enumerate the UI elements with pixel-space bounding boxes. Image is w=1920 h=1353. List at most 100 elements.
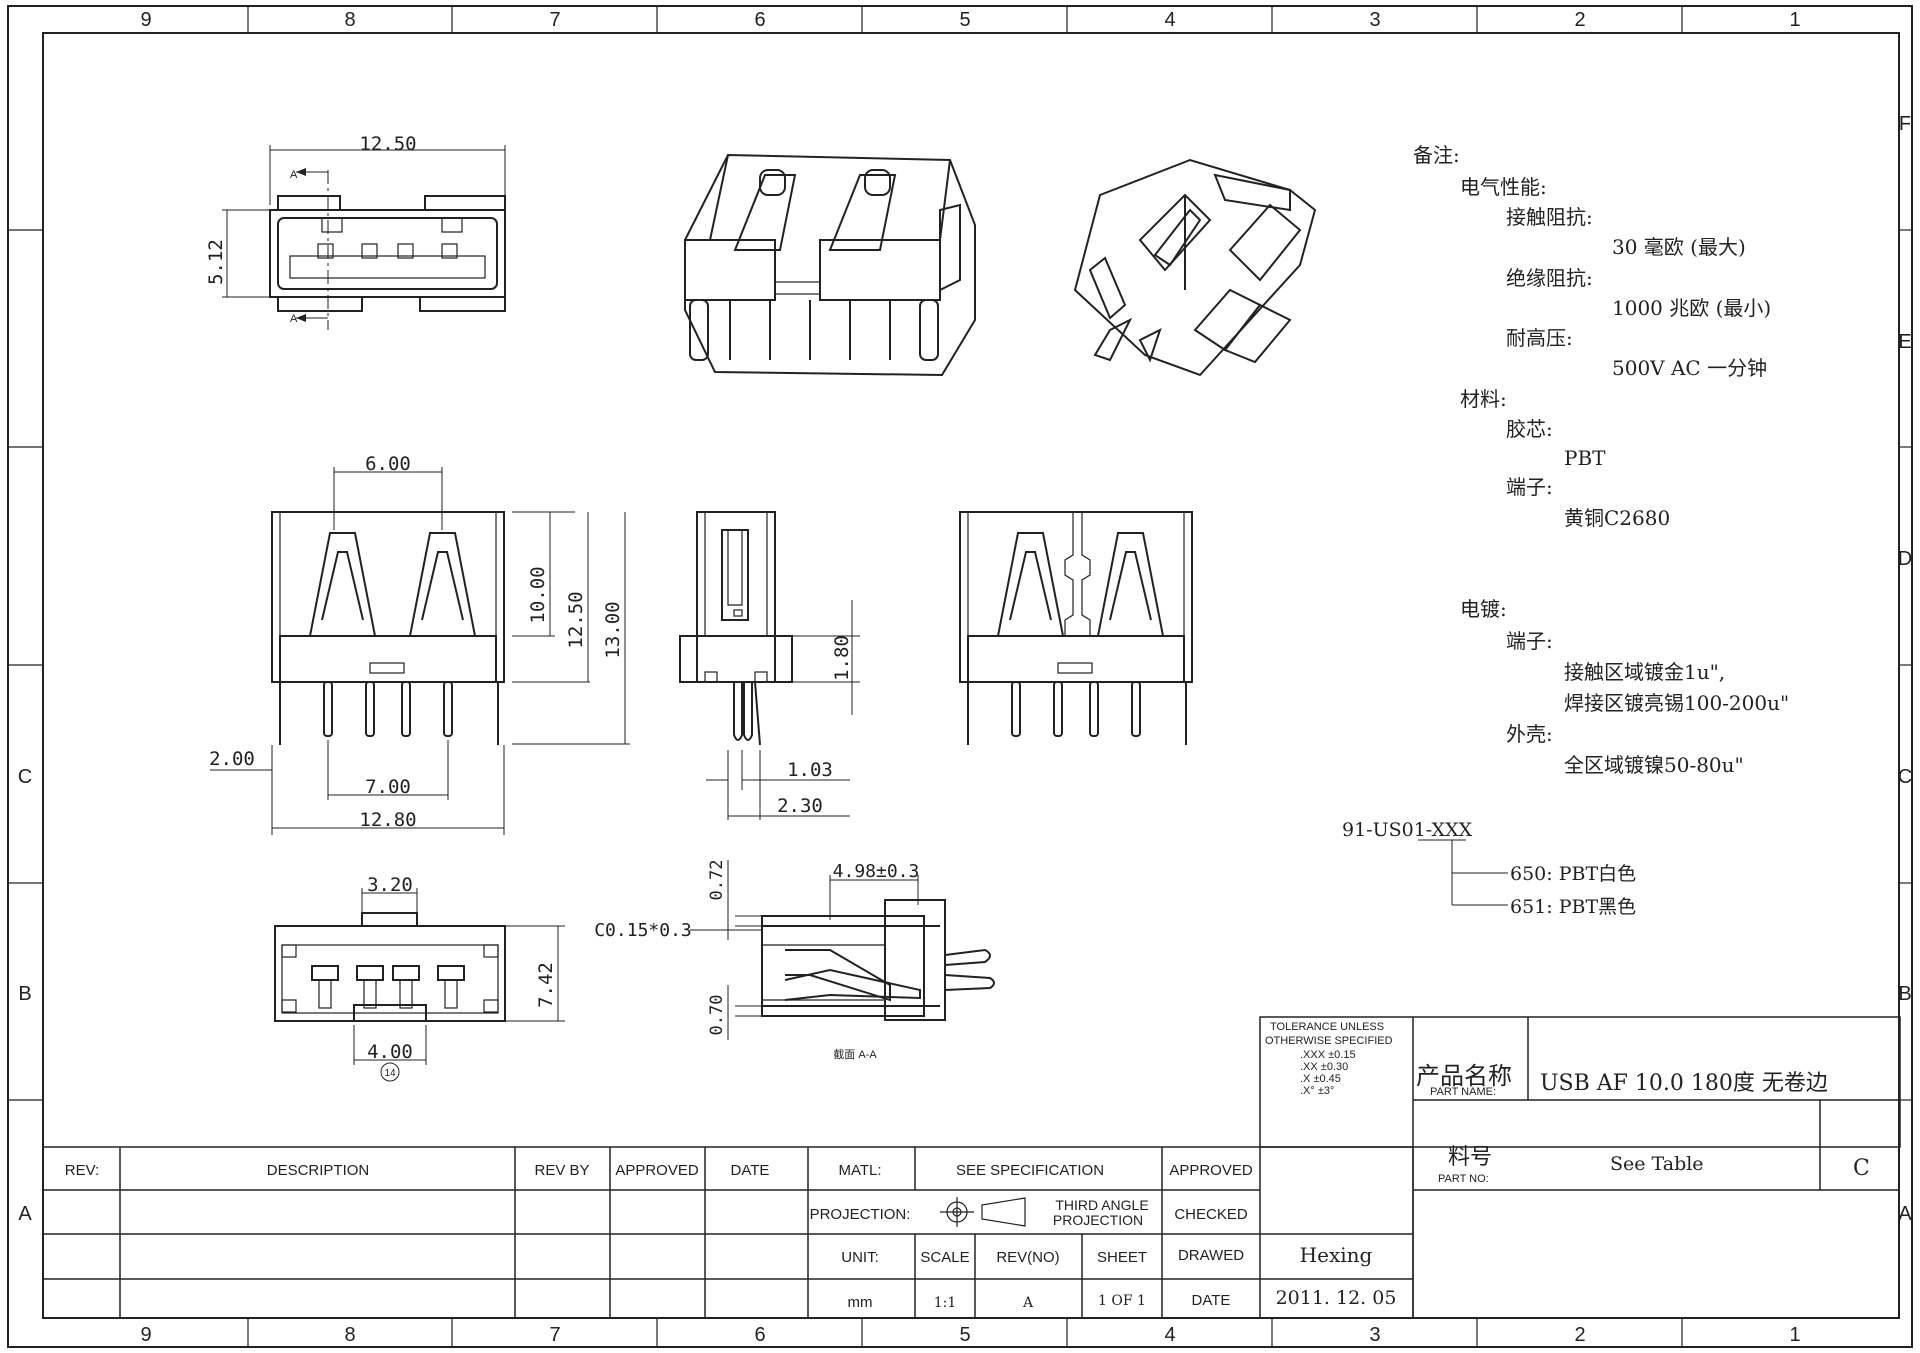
sheet-label: SHEET (1097, 1249, 1147, 1266)
scale-label: SCALE (920, 1249, 969, 1266)
front-face-view (269, 168, 506, 330)
notes-plating-solder: 焊接区镀亮锡100-200u" (1564, 691, 1789, 715)
zone-row-C: C (1898, 766, 1912, 788)
dim-7-42: 7.42 (535, 962, 557, 1008)
part-name-cn: 产品名称 (1416, 1062, 1512, 1090)
zone-row-A-left: A (18, 1203, 32, 1225)
zone-dividers (8, 6, 1912, 1347)
part-name-value: USB AF 10.0 180度 无卷边 (1540, 1071, 1828, 1096)
zone-col-4: 4 (1164, 9, 1175, 31)
zone-row-B: B (1898, 983, 1911, 1005)
part-option-650: 650: PBT白色 (1510, 863, 1636, 885)
rear-elevation-view (959, 511, 1193, 745)
tolerance-line-4: .XX ±0.30 (1300, 1061, 1348, 1073)
footprint-view (274, 912, 506, 1022)
zone-col-5: 5 (959, 9, 970, 31)
front-elevation-view (271, 511, 505, 745)
zone-col-3-bottom: 3 (1369, 1324, 1380, 1346)
notes-plating-contact: 接触区域镀金1u", (1564, 660, 1725, 684)
callout-14: 14 (384, 1068, 396, 1079)
tolerance-line-5: .X ±0.45 (1300, 1073, 1341, 1085)
unit-label: UNIT: (841, 1249, 879, 1266)
projection-label: PROJECTION: (810, 1206, 911, 1223)
revision-letter: C (1853, 1156, 1870, 1181)
dim-13-00: 13.00 (602, 601, 624, 658)
dim-4-00: 4.00 (367, 1041, 413, 1063)
section-a-a-dims: 4.98±0.3 0.72 0.70 C0.15*0.3 截面 A-A (594, 860, 919, 1061)
notes-housing-val: PBT (1564, 446, 1606, 470)
dim-12-80: 12.80 (359, 809, 416, 831)
notes-insul-res-val: 1000 兆欧 (最小) (1612, 296, 1771, 320)
zone-col-9: 9 (140, 9, 151, 31)
part-number: 91-US01-XXX (1342, 819, 1473, 841)
part-no-value: See Table (1610, 1153, 1704, 1175)
side-elevation-view (679, 511, 793, 746)
dim-4-98: 4.98±0.3 (833, 861, 920, 882)
zone-col-6: 6 (754, 9, 765, 31)
zone-col-9-bottom: 9 (140, 1324, 151, 1346)
outer-border (7, 5, 1913, 1348)
notes-shell: 外壳: (1506, 722, 1553, 746)
iso-view-front (684, 153, 976, 377)
side-elevation-dims: 1.80 1.03 2.30 (706, 600, 860, 820)
part-number-tree: 91-US01-XXX 650: PBT白色 651: PBT黑色 (1342, 819, 1636, 918)
section-a-a-view (761, 899, 995, 1021)
dim-0-70: 0.70 (707, 995, 727, 1036)
notes-housing: 胶芯: (1506, 417, 1553, 441)
dim-12-50-top: 12.50 (359, 133, 416, 155)
notes-terminal-val: 黄铜C2680 (1564, 506, 1670, 530)
tolerance-line-3: .XXX ±0.15 (1300, 1049, 1356, 1061)
notes-insul-res: 绝缘阻抗: (1506, 266, 1593, 290)
zone-col-2-bottom: 2 (1574, 1324, 1585, 1346)
dim-2-00: 2.00 (209, 748, 255, 770)
approved-label: APPROVED (1169, 1162, 1253, 1179)
tolerance-line-2: OTHERWISE SPECIFIED (1265, 1035, 1393, 1047)
notes-withstand-val: 500V AC 一分钟 (1612, 356, 1767, 380)
dim-0-72: 0.72 (707, 860, 727, 901)
front-face-dims: 12.50 5.12 A A (205, 133, 506, 325)
tolerance-line-1: TOLERANCE UNLESS (1270, 1021, 1384, 1033)
rev-no-label: REV(NO) (996, 1249, 1059, 1266)
zone-col-4-bottom: 4 (1164, 1324, 1175, 1346)
part-name-en: PART NAME: (1430, 1086, 1496, 1098)
notes-plating: 电镀: (1460, 597, 1507, 621)
zone-row-E: E (1898, 331, 1911, 353)
notes-withstand: 耐高压: (1506, 326, 1573, 350)
zone-row-A: A (1898, 1203, 1912, 1225)
drawed-value: Hexing (1300, 1243, 1373, 1267)
zone-col-6-bottom: 6 (754, 1324, 765, 1346)
tolerance-line-6: .X° ±3° (1300, 1085, 1334, 1097)
dim-3-20: 3.20 (367, 874, 413, 896)
dim-12-50-side: 12.50 (565, 591, 587, 648)
zone-row-D: D (1898, 548, 1912, 570)
section-mark-top: A (290, 169, 298, 181)
notes-plating-terminal: 端子: (1506, 629, 1553, 653)
zone-row-B-left: B (18, 983, 31, 1005)
projection-value-1: THIRD ANGLE (1055, 1197, 1148, 1213)
col-rev: REV: (65, 1162, 99, 1179)
unit-value: mm (848, 1294, 873, 1311)
zone-col-5-bottom: 5 (959, 1324, 970, 1346)
notes-electrical: 电气性能: (1460, 175, 1547, 199)
dim-10-00: 10.00 (527, 566, 549, 623)
sheet-value: 1 OF 1 (1098, 1293, 1146, 1309)
dim-7-00: 7.00 (365, 776, 411, 798)
zone-col-7-bottom: 7 (549, 1324, 560, 1346)
col-description: DESCRIPTION (267, 1162, 370, 1179)
date-label: DATE (1192, 1292, 1231, 1309)
part-option-651: 651: PBT黑色 (1510, 896, 1636, 918)
projection-value-2: PROJECTION (1053, 1212, 1143, 1228)
notes-contact-res: 接触阻抗: (1506, 205, 1593, 229)
date-value: 2011. 12. 05 (1276, 1287, 1397, 1309)
dim-1-03: 1.03 (787, 759, 833, 781)
dim-5-12: 5.12 (205, 239, 227, 285)
dim-1-80: 1.80 (831, 635, 853, 681)
title-block: TOLERANCE UNLESS OTHERWISE SPECIFIED .XX… (42, 1016, 1901, 1319)
matl-label: MATL: (838, 1162, 881, 1179)
zone-row-C-left: C (18, 766, 32, 788)
col-approved: APPROVED (615, 1162, 699, 1179)
section-label: 截面 A-A (833, 1047, 877, 1061)
col-rev-by: REV BY (534, 1162, 589, 1179)
col-date: DATE (731, 1162, 770, 1179)
drawed-label: DRAWED (1178, 1247, 1244, 1264)
